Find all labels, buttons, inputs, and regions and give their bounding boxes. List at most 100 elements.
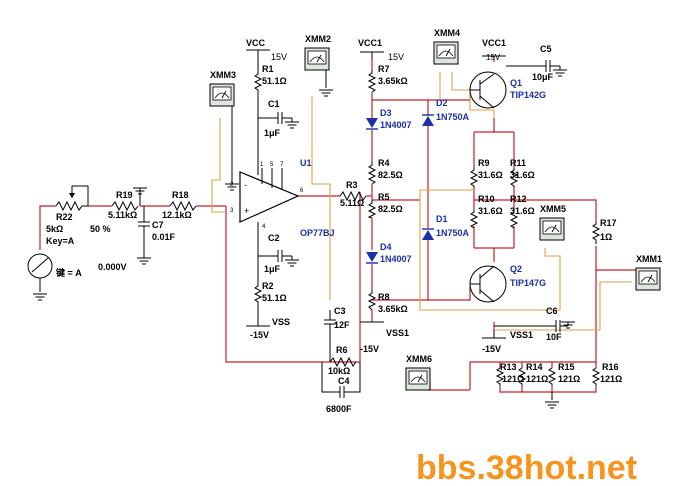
r11-value: 31.6Ω [510,170,535,180]
c6-name: C6 [546,306,558,316]
q1-part: TIP142G [510,90,546,100]
r1-value: 51.1Ω [262,76,287,86]
r13-value: 121Ω [502,374,524,384]
source-value: 0.000V [98,262,127,272]
meter-xmm2[interactable]: XMM2 [304,34,334,97]
r9-value: 31.6Ω [478,170,503,180]
r13-name: R13 [500,362,517,372]
c5-value: 10μF [532,72,554,82]
watermark-text: bbs.38hot.net [416,449,637,486]
vss1-b: VSS1 [510,330,533,340]
r7-name: R7 [378,64,390,74]
xmm5-label: XMM5 [540,204,566,214]
r17-name: R17 [600,218,617,228]
vcc-voltage: 15V [271,52,287,62]
opamp-plus: + [244,206,249,216]
u1-name: U1 [300,158,312,168]
pin-6: 6 [300,188,304,194]
pin-2: 2 [230,182,234,188]
meter-xmm4[interactable]: XMM4 [433,28,460,65]
c7-value: 0.01F [152,232,176,242]
r5-name: R5 [378,192,390,202]
r4-name: R4 [378,158,390,168]
r18-name: R18 [172,190,189,200]
r6-value: 10kΩ [328,366,350,376]
r15-value: 121Ω [558,374,580,384]
vcc1-a-voltage: 15V [388,52,404,62]
c3-name: C3 [334,306,346,316]
d1-name: D1 [436,214,448,224]
r8-name: R8 [378,292,390,302]
meter-xmm3[interactable]: XMM3 [209,70,240,191]
pin-7: 7 [280,162,284,168]
minus15-a: -15V [250,330,269,340]
r9-name: R9 [478,158,490,168]
r7-value: 3.65kΩ [378,76,408,86]
r10-name: R10 [478,194,495,204]
xmm4-label: XMM4 [434,28,460,38]
pin-4: 4 [262,224,266,230]
r6-name: R6 [336,345,348,355]
vcc1-b: VCC1 [482,38,506,48]
c3-value: 12F [334,320,350,330]
meter-xmm6[interactable]: XMM6 [405,354,432,391]
c2-name: C2 [268,233,280,243]
meter-xmm5[interactable]: XMM5 [539,204,566,241]
r16-value: 121Ω [600,374,622,384]
r14-value: 121Ω [526,374,548,384]
q1-name: Q1 [510,78,522,88]
multimeter-icon [433,41,459,65]
c4-value: 6800F [326,404,352,414]
u1-part: OP77BJ [300,228,335,238]
bias-network: VCC1 15V R7 3.65kΩ D3 1N4007 R4 82.5Ω R3… [321,38,470,414]
r15-name: R15 [558,362,575,372]
pin-3: 3 [230,208,234,214]
c4-name: C4 [338,376,350,386]
xmm1-label: XMM1 [636,254,662,264]
d1-part: 1N750A [436,228,470,238]
r8-value: 3.65kΩ [378,304,408,314]
r12-value: 31.6Ω [510,206,535,216]
r1-name: R1 [262,64,274,74]
vcc1-b-voltage: 15V [486,53,501,62]
r22-name: R22 [56,212,73,222]
source-key: 键 = A [55,267,82,278]
c6-value: 10F [546,332,562,342]
r18-value: 12.1kΩ [162,210,192,220]
xmm6-label: XMM6 [406,354,432,364]
multimeter-icon [539,217,565,241]
vcc-label: VCC [246,38,266,48]
multimeter-icon [405,367,431,391]
r4-value: 82.5Ω [378,170,403,180]
r3-value: 5.11Ω [340,198,364,208]
c1-name: C1 [268,99,280,109]
r17-value: 1Ω [600,232,612,242]
d4-part: 1N4007 [380,254,412,264]
r12-name: R12 [510,194,527,204]
r19-name: R19 [116,190,133,200]
multimeter-icon [209,83,235,107]
opamp-minus: - [244,180,247,190]
r10-value: 31.6Ω [478,206,503,216]
r22-percent: 50 % [90,224,111,234]
q2-part: TIP147G [510,278,546,288]
opamp-power-section: VCC 15V R1 51.1Ω C1 1μF C2 1μF R2 51.1Ω … [246,38,300,340]
r2-value: 51.1Ω [262,293,287,303]
opamp-u1[interactable]: - + 2 3 1 5 7 4 6 U1 OP77BJ [230,158,335,238]
d3-part: 1N4007 [380,120,412,130]
c1-value: 1μF [264,128,281,138]
vss-label: VSS [272,317,290,327]
d4-name: D4 [380,242,392,252]
c5-name: C5 [540,44,552,54]
d2-part: 1N750A [436,112,470,122]
multimeter-icon [304,47,330,71]
meter-xmm1[interactable]: XMM1 [635,254,662,291]
minus15-c: -15V [482,344,501,354]
r5-value: 82.5Ω [378,204,403,214]
r11-name: R11 [510,158,526,168]
xmm2-label: XMM2 [305,34,331,44]
r3-name: R3 [346,180,358,190]
minus15-b: -15V [360,344,379,354]
r22-value: 5kΩ [46,224,63,234]
c7-name: C7 [152,220,164,230]
